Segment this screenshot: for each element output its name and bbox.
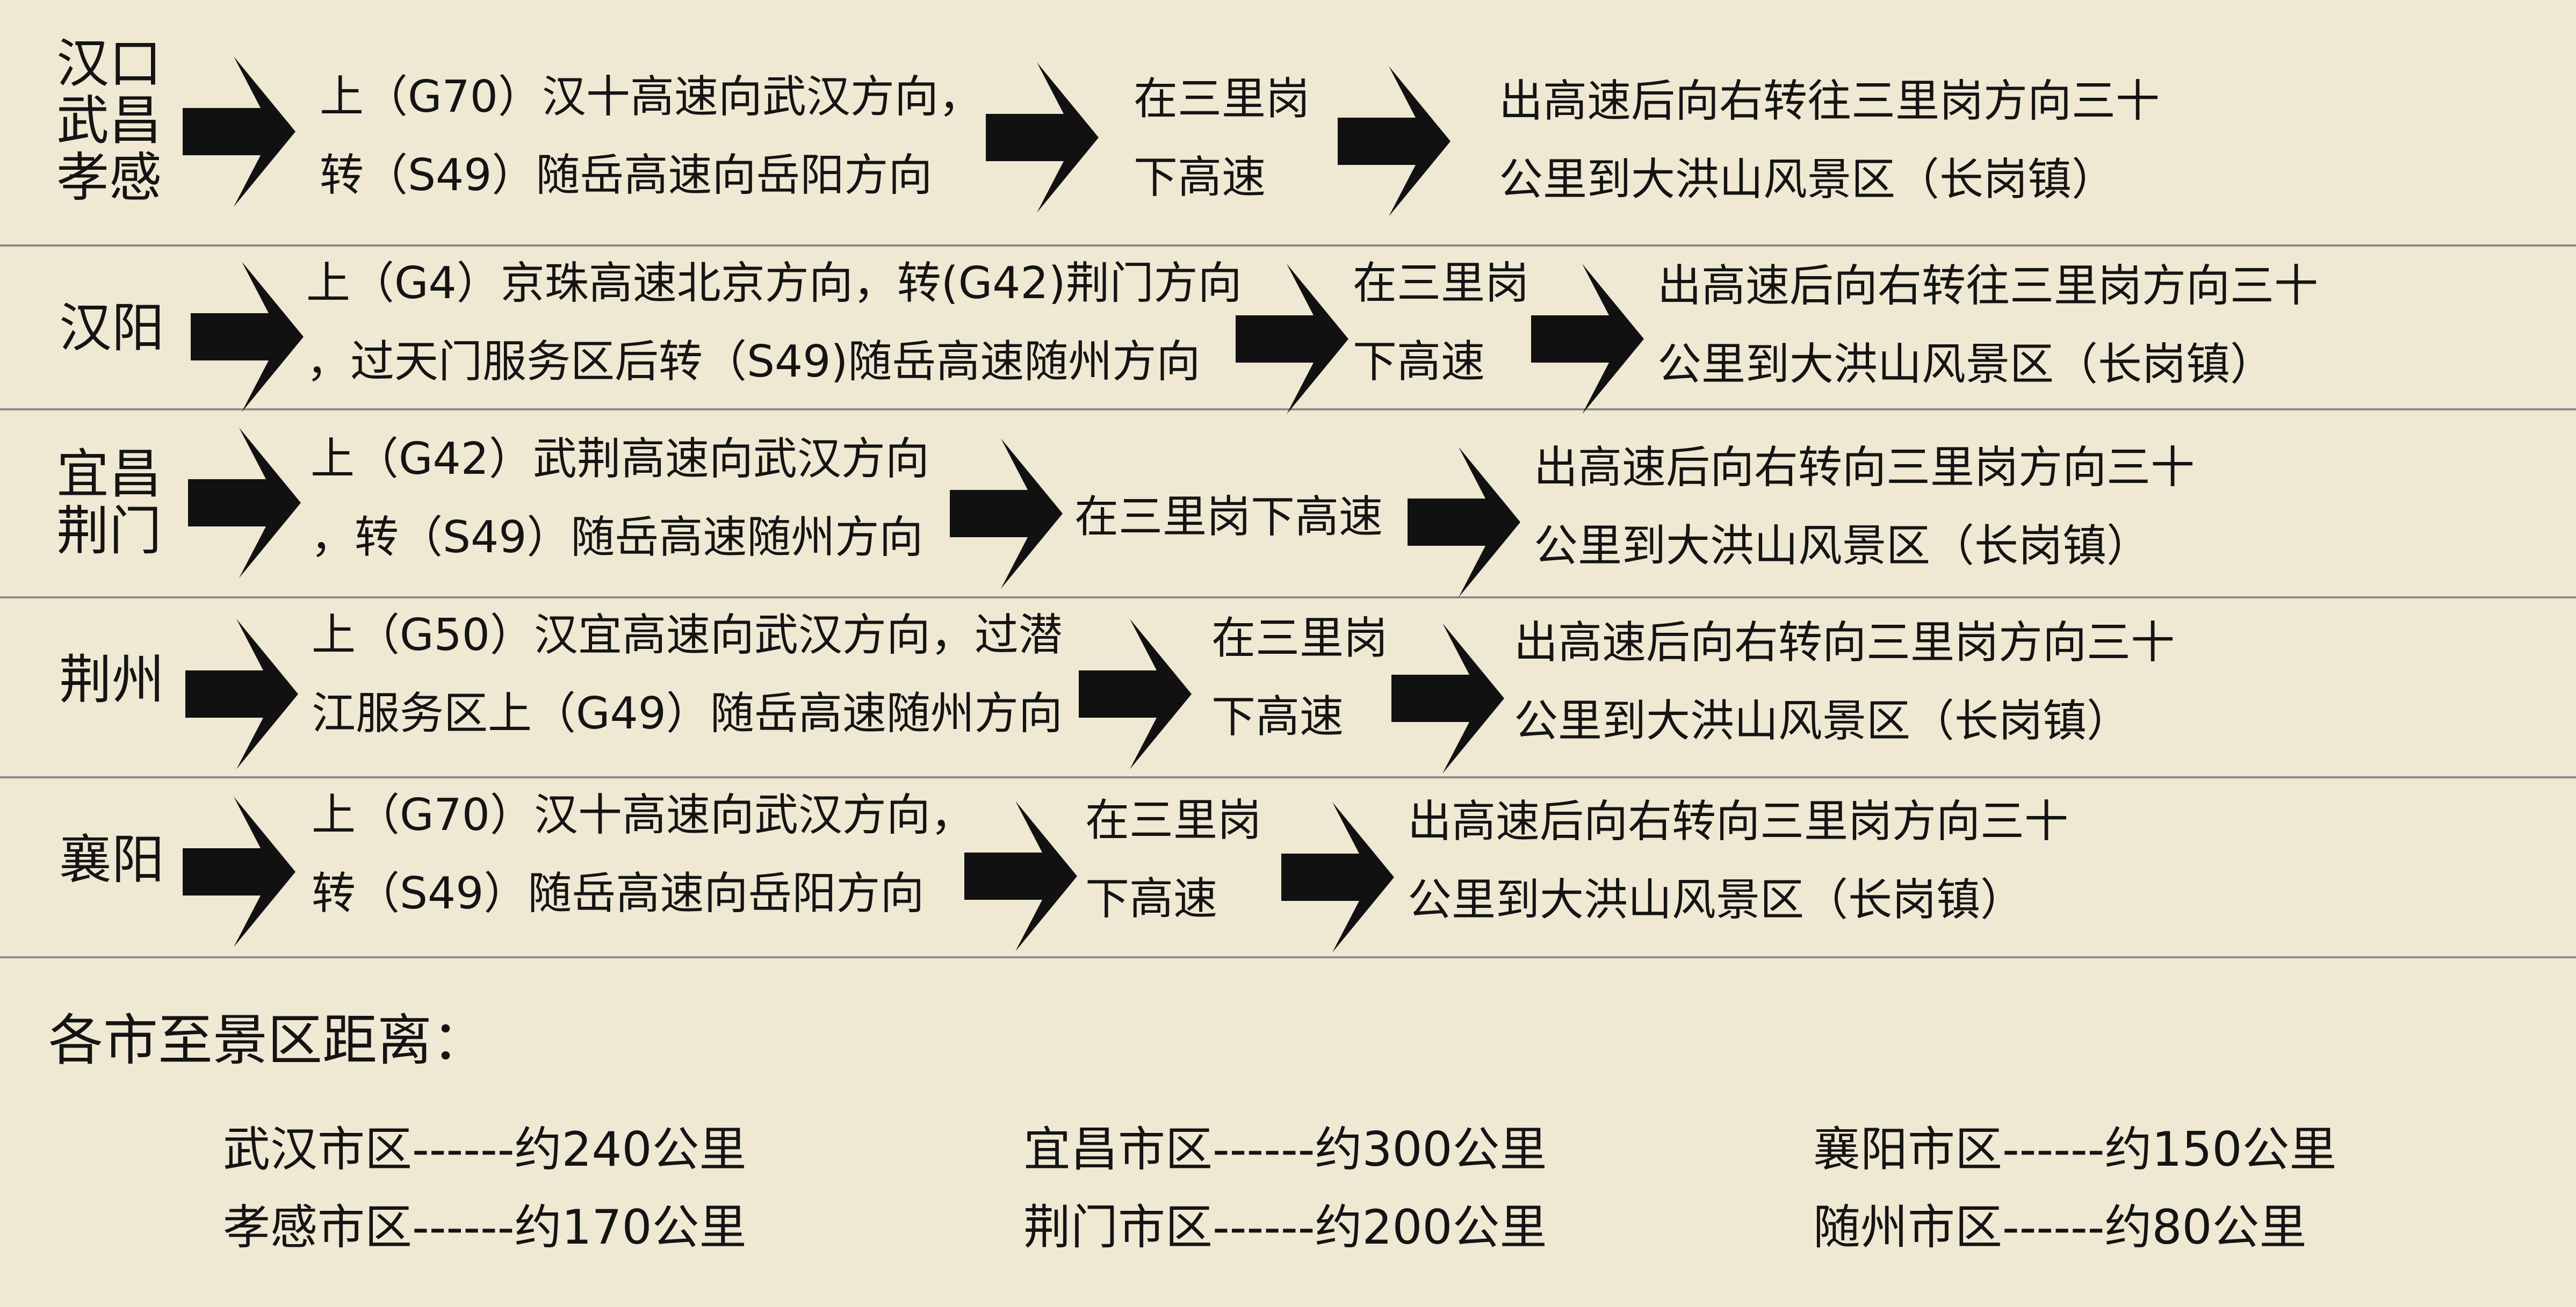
origin-label: 汉口 武昌 孝感 xyxy=(56,33,162,208)
distance-item: 随州市区------约80公里 xyxy=(1813,1200,2307,1255)
arrow-icon xyxy=(1531,264,1649,414)
arrow-icon xyxy=(1236,264,1354,414)
route-step-text: 上（G4）京珠高速北京方向，转(G42)荆门方向 ，过天门服务区后转（S49)随… xyxy=(306,258,1242,387)
arrow-icon xyxy=(191,262,309,412)
arrow-icon xyxy=(1391,623,1510,774)
distance-item: 襄阳市区------约150公里 xyxy=(1813,1122,2337,1177)
distance-item: 孝感市区------约170公里 xyxy=(223,1200,747,1255)
route-step-text: 上（G70）汉十高速向武汉方向， 转（S49）随岳高速向岳阳方向 xyxy=(320,71,983,201)
route-step-text: 上（G50）汉宜高速向武汉方向，过潜 江服务区上（G49）随岳高速随州方向 xyxy=(312,610,1063,739)
arrow-icon xyxy=(183,797,301,947)
route-row: 汉阳 上（G4）京珠高速北京方向，转(G42)荆门方向 ，过天门服务区后转（S4… xyxy=(0,244,2576,414)
route-step-text: 出高速后向右转往三里岗方向三十 公里到大洪山风景区（长岗镇） xyxy=(1499,76,2160,205)
distance-section: 各市至景区距离： 武汉市区------约240公里 宜昌市区------约300… xyxy=(0,956,2576,1307)
origin-label: 汉阳 xyxy=(59,298,165,359)
route-step-text: 出高速后向右转向三里岗方向三十 公里到大洪山风景区（长岗镇） xyxy=(1408,796,2069,926)
route-step-text: 出高速后向右转向三里岗方向三十 公里到大洪山风景区（长岗镇） xyxy=(1534,442,2195,572)
arrow-icon xyxy=(950,438,1068,589)
arrow-icon xyxy=(185,619,304,769)
route-row: 襄阳 上（G70）汉十高速向武汉方向， 转（S49）随岳高速向岳阳方向 在三里岗… xyxy=(0,776,2576,958)
origin-label: 荆州 xyxy=(59,649,165,711)
route-row: 荆州 上（G50）汉宜高速向武汉方向，过潜 江服务区上（G49）随岳高速随州方向… xyxy=(0,596,2576,778)
arrow-icon xyxy=(1079,619,1197,769)
route-step-text: 在三里岗 下高速 xyxy=(1353,258,1529,387)
route-step-text: 出高速后向右转往三里岗方向三十 公里到大洪山风景区（长岗镇） xyxy=(1657,261,2319,390)
arrow-icon xyxy=(183,56,301,207)
route-step-text: 出高速后向右转向三里岗方向三十 公里到大洪山风景区（长岗镇） xyxy=(1514,617,2175,747)
arrow-icon xyxy=(986,62,1104,213)
distance-item: 荆门市区------约200公里 xyxy=(1023,1200,1547,1255)
distance-title: 各市至景区距离： xyxy=(48,1009,487,1073)
route-step-text: 在三里岗 下高速 xyxy=(1085,795,1262,925)
origin-label: 襄阳 xyxy=(59,829,165,891)
arrow-icon xyxy=(964,801,1083,951)
route-step-text: 上（G70）汉十高速向武汉方向， 转（S49）随岳高速向岳阳方向 xyxy=(312,790,975,919)
arrow-icon xyxy=(1281,802,1399,952)
route-step-text: 在三里岗 下高速 xyxy=(1134,74,1310,203)
route-step-text: 上（G42）武荆高速向武汉方向 ，转（S49）随岳高速随州方向 xyxy=(311,434,929,563)
route-row: 汉口 武昌 孝感 上（G70）汉十高速向武汉方向， 转（S49）随岳高速向岳阳方… xyxy=(0,0,2576,247)
arrow-icon xyxy=(188,428,306,578)
origin-label: 宜昌 荆门 xyxy=(56,444,162,562)
arrow-icon xyxy=(1408,447,1526,597)
arrow-icon xyxy=(1338,66,1456,216)
route-step-text: 在三里岗 下高速 xyxy=(1211,613,1388,742)
distance-item: 宜昌市区------约300公里 xyxy=(1023,1122,1547,1177)
route-row: 宜昌 荆门 上（G42）武荆高速向武汉方向 ，转（S49）随岳高速随州方向 在三… xyxy=(0,408,2576,598)
distance-item: 武汉市区------约240公里 xyxy=(223,1122,747,1177)
route-step-text: 在三里岗下高速 xyxy=(1074,492,1383,543)
